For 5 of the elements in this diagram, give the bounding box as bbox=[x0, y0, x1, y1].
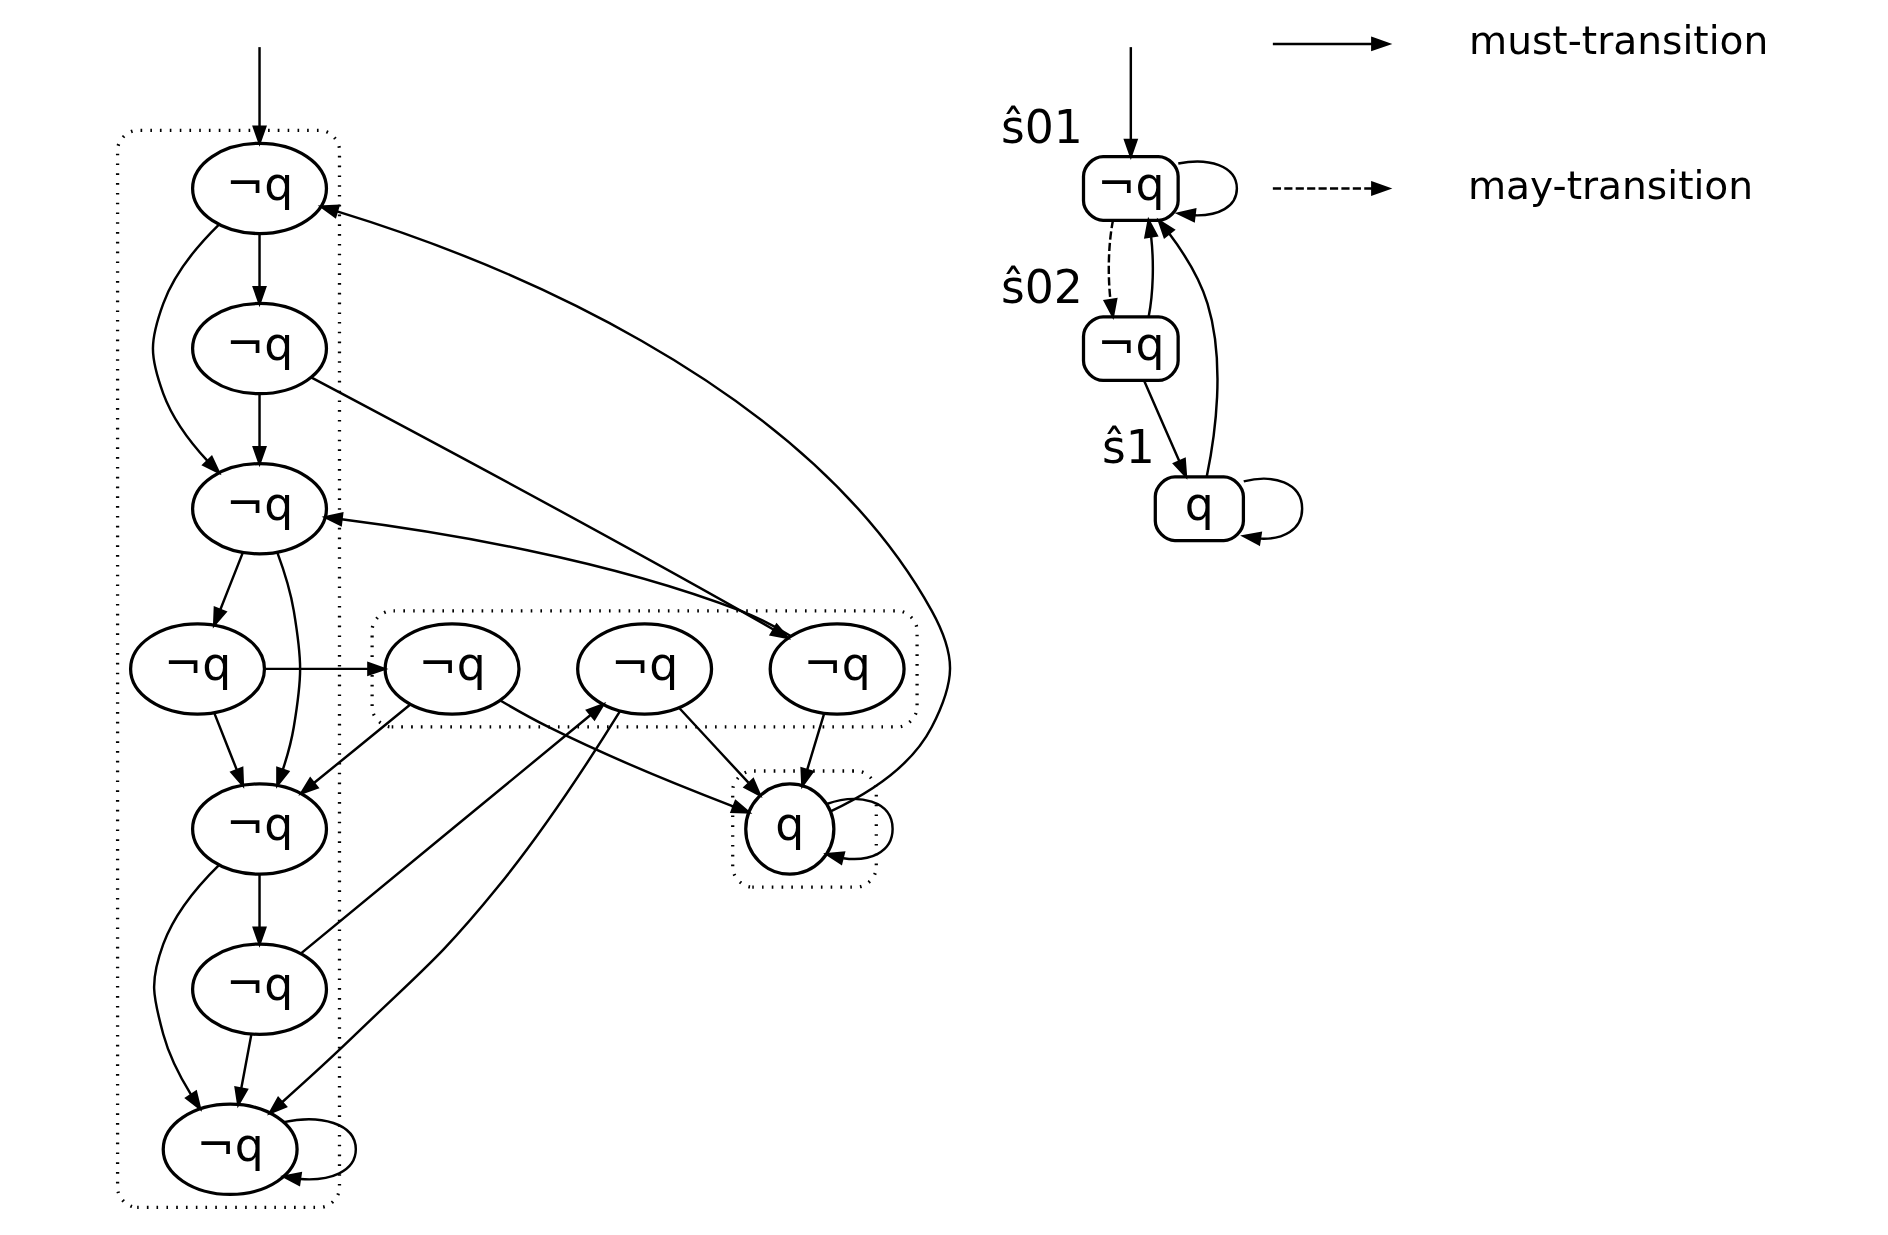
legend-label: may-transition bbox=[1467, 162, 1754, 208]
node-label: ŝ01 bbox=[1000, 100, 1083, 154]
node-label: ŝ02 bbox=[1000, 260, 1083, 314]
node-label: ŝ1 bbox=[1101, 420, 1155, 474]
legend-label: must-transition bbox=[1469, 18, 1769, 64]
